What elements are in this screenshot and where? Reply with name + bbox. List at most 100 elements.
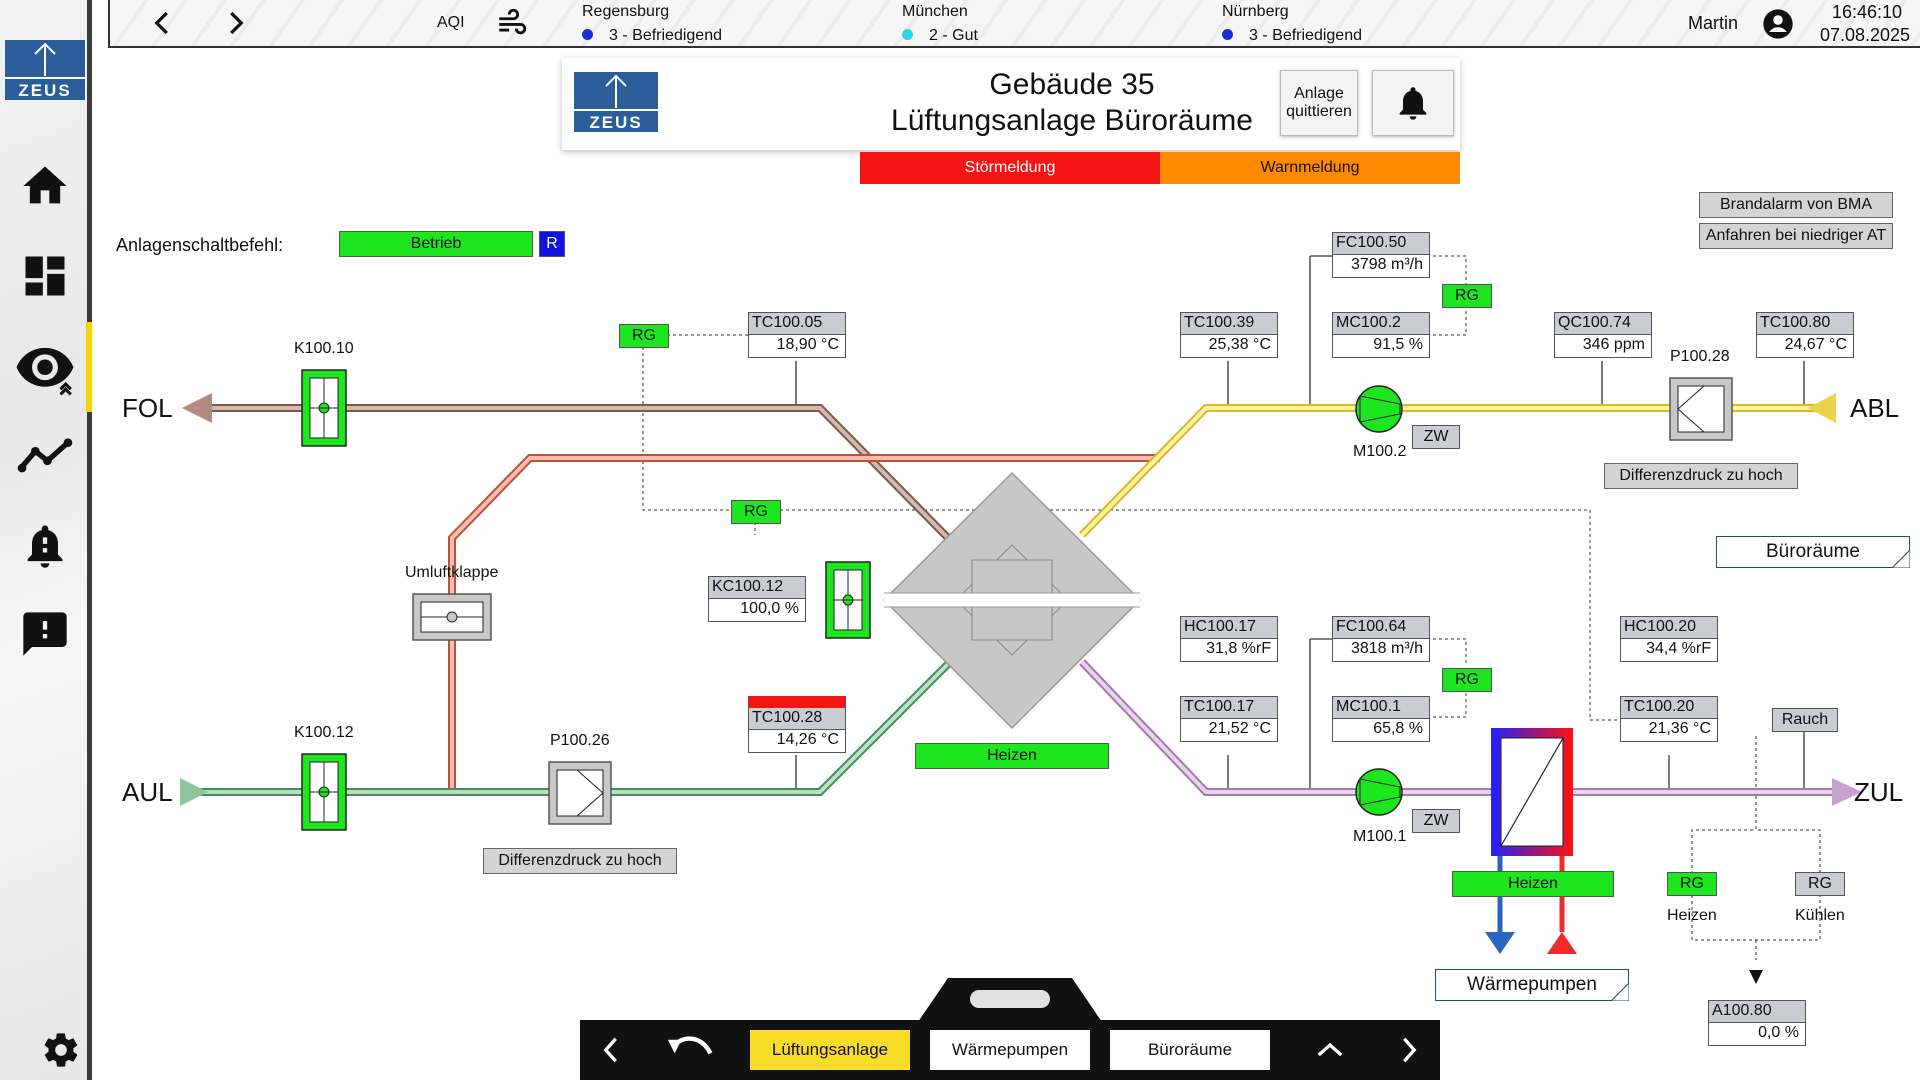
- controller-rg-recovery[interactable]: RG: [731, 500, 781, 524]
- chevron-left-icon: [154, 11, 168, 35]
- settings-button[interactable]: [36, 1025, 86, 1075]
- filter-p10028[interactable]: [1668, 376, 1734, 442]
- rg-cooling-label: Kühlen: [1795, 907, 1845, 924]
- link-heatpumps[interactable]: Wärmepumpen: [1435, 969, 1629, 1001]
- dashboard-button[interactable]: [14, 245, 76, 307]
- nav-next-button[interactable]: [1386, 1030, 1430, 1070]
- nav-up-button[interactable]: [1308, 1030, 1352, 1070]
- aqi-city-status: 3 - Befriedigend: [1222, 27, 1362, 45]
- controller-rg-cooling[interactable]: RG: [1795, 872, 1845, 896]
- damper-k10010[interactable]: [300, 368, 348, 448]
- link-offices[interactable]: Büroräume: [1716, 536, 1910, 568]
- fire-alarm-button[interactable]: Brandalarm von BMA: [1699, 192, 1893, 218]
- clock-date: 07.08.2025: [1819, 25, 1911, 45]
- logo-text: ZEUS: [18, 81, 71, 100]
- undo-button[interactable]: [660, 1030, 720, 1070]
- duct-label-zul: ZUL: [1854, 777, 1904, 807]
- damper-label-k10010: K100.10: [294, 340, 354, 357]
- sensor-tag: QC100.74: [1555, 313, 1651, 335]
- page-title-plant: Lüftungsanlage Büroräume: [891, 104, 1253, 137]
- filter-p10026[interactable]: [547, 760, 613, 826]
- warning-alarm-bar[interactable]: Warnmeldung: [1160, 152, 1460, 184]
- fan-zw-m1001: ZW: [1412, 809, 1460, 833]
- aqi-city-name: Nürnberg: [1222, 3, 1289, 20]
- sensor-tag: A100.80: [1709, 1001, 1805, 1023]
- controller-rg-supply-fan[interactable]: RG: [1442, 668, 1492, 692]
- link-heatpumps-label: Wärmepumpen: [1467, 974, 1597, 995]
- duct-label-fol: FOL: [122, 393, 173, 423]
- fan-m1001[interactable]: [1354, 767, 1404, 817]
- damper-bypass[interactable]: [411, 592, 493, 642]
- ventilation-diagram: FOL AUL ABL ZUL Anlagenschaltbefehl: Bet…: [92, 0, 1920, 1080]
- diffpress-alarm-p10028[interactable]: Differenzdruck zu hoch: [1604, 463, 1798, 489]
- page-corner-icon: [1892, 550, 1910, 568]
- link-offices-label: Büroräume: [1766, 541, 1860, 562]
- sensor-tag: TC100.39: [1181, 313, 1277, 335]
- sensor-value: 3798 m³/h: [1350, 256, 1423, 273]
- switch-command-value[interactable]: Betrieb: [339, 231, 533, 257]
- sensor-value: 14,26 °C: [776, 731, 839, 748]
- smoke-detector[interactable]: Rauch: [1772, 708, 1838, 732]
- home-icon: [23, 166, 67, 204]
- filter-label-p10028: P100.28: [1670, 348, 1730, 365]
- trend-button[interactable]: [14, 425, 76, 487]
- overview-button[interactable]: [14, 335, 76, 397]
- heater-mode[interactable]: Heizen: [1452, 871, 1614, 897]
- sidebar: ZEUS: [0, 0, 92, 1080]
- tab-ventilation[interactable]: Lüftungsanlage: [750, 1030, 910, 1070]
- bottom-nav: Lüftungsanlage Wärmepumpen Büroräume: [580, 1020, 1440, 1080]
- home-button[interactable]: [14, 155, 76, 217]
- fan-label-m1002: M100.2: [1353, 443, 1407, 460]
- tab-offices[interactable]: Büroräume: [1110, 1030, 1270, 1070]
- duct-label-aul: AUL: [122, 777, 173, 807]
- user-button[interactable]: [1762, 8, 1794, 45]
- controller-rg-exhaust[interactable]: RG: [619, 324, 669, 348]
- message-icon: [23, 612, 67, 656]
- nav-prev-button[interactable]: [590, 1030, 634, 1070]
- controller-rg-heating[interactable]: RG: [1667, 872, 1717, 896]
- ack-label-1: Anlage: [1294, 85, 1344, 102]
- message-button[interactable]: [14, 603, 76, 665]
- sensor-value: 24,67 °C: [1784, 336, 1847, 353]
- alarm-button[interactable]: [14, 515, 76, 577]
- aqi-city-status: 2 - Gut: [902, 27, 978, 45]
- damper-kc10012[interactable]: [824, 560, 872, 640]
- controller-rg-extract-fan[interactable]: RG: [1442, 284, 1492, 308]
- aqi-label: AQI: [437, 14, 465, 31]
- back-button[interactable]: [148, 8, 178, 43]
- damper-label-bypass: Umluftklappe: [405, 564, 499, 581]
- fan-m1002[interactable]: [1354, 384, 1404, 434]
- tab-heatpumps[interactable]: Wärmepumpen: [930, 1030, 1090, 1070]
- low-temp-start-button[interactable]: Anfahren bei niedriger AT: [1699, 223, 1893, 249]
- aqi-status-dot: [582, 29, 593, 41]
- fault-alarm-bar[interactable]: Störmeldung: [860, 152, 1160, 184]
- sensor-tag: KC100.12: [709, 577, 805, 599]
- alarm-bell-button[interactable]: [1372, 70, 1454, 136]
- alarm-icon: [27, 525, 63, 568]
- diffpress-alarm-p10026[interactable]: Differenzdruck zu hoch: [483, 848, 677, 874]
- drawer-handle[interactable]: [970, 990, 1050, 1008]
- forward-button[interactable]: [220, 8, 250, 43]
- aqi-city-name: München: [902, 3, 968, 20]
- heat-recovery-mode[interactable]: Heizen: [915, 743, 1109, 769]
- filter-label-p10026: P100.26: [550, 732, 610, 749]
- damper-k10012[interactable]: [300, 752, 348, 832]
- sensor-value: 18,90 °C: [776, 336, 839, 353]
- switch-mode-remote[interactable]: R: [539, 231, 565, 257]
